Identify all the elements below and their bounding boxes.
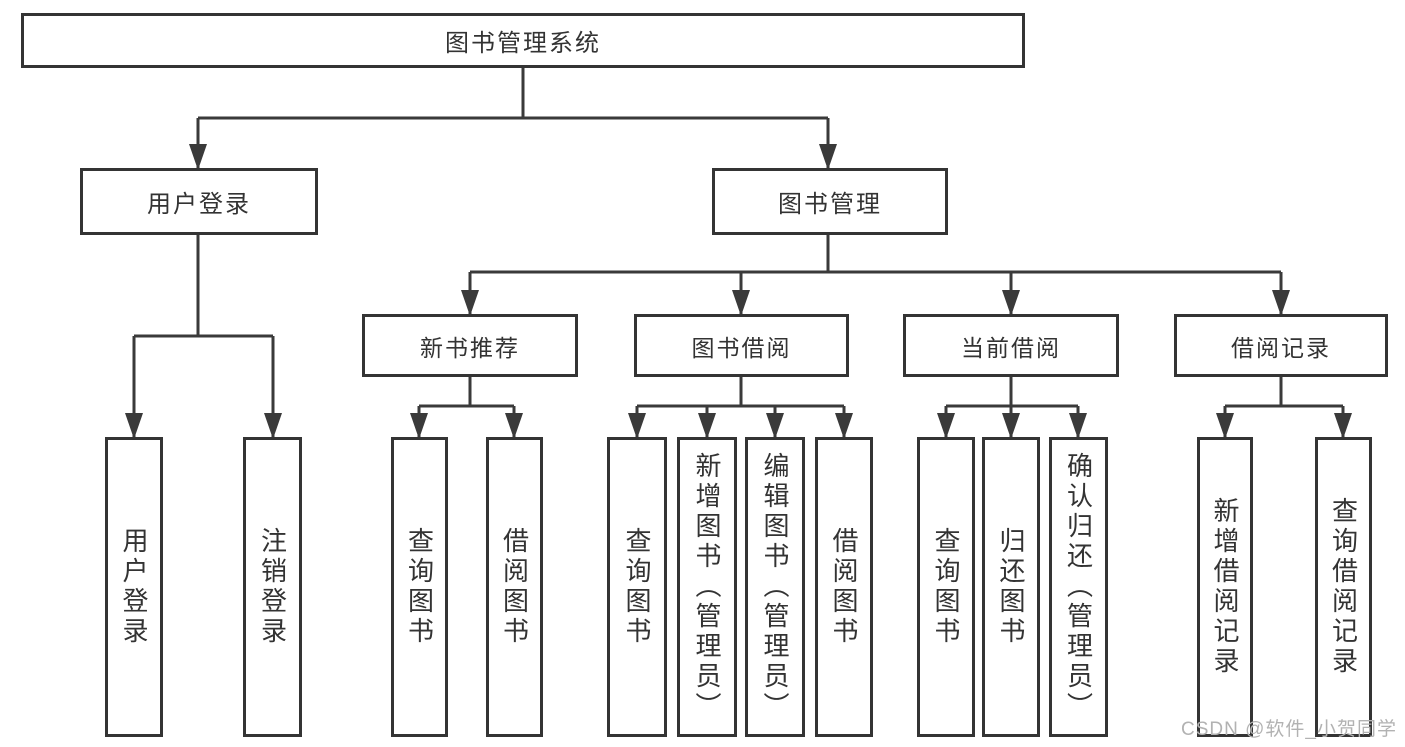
leaf-add-borrow-record: 新增借阅记录: [1197, 437, 1253, 737]
leaf-borrow-books: 借阅图书: [815, 437, 873, 737]
connector-book-borrow-children: [628, 377, 853, 439]
leaf-add-books-admin: 新增图书（管理员）: [677, 437, 737, 737]
leaf-edit-books-admin: 编辑图书（管理员）: [745, 437, 805, 737]
leaf-query-borrow-record: 查询借阅记录: [1315, 437, 1372, 737]
connector-current-borrow-children: [937, 377, 1087, 439]
leaf-borrow-books: 借阅图书: [486, 437, 543, 737]
connector-book-management-children: [461, 235, 1290, 316]
node-new-book-recommend: 新书推荐: [362, 314, 578, 377]
leaf-query-books: 查询图书: [391, 437, 448, 737]
connector-borrow-record-children: [1216, 377, 1352, 439]
node-library-system: 图书管理系统: [21, 13, 1025, 68]
leaf-return-books: 归还图书: [982, 437, 1040, 737]
leaf-user-login: 用户登录: [105, 437, 163, 737]
connector-user-login-children: [125, 235, 282, 439]
connector-new-book-children: [410, 377, 523, 439]
leaf-logout: 注销登录: [243, 437, 302, 737]
node-borrow-records: 借阅记录: [1174, 314, 1388, 377]
leaf-query-books: 查询图书: [607, 437, 667, 737]
leaf-query-books: 查询图书: [917, 437, 975, 737]
leaf-confirm-return-admin: 确认归还（管理员）: [1049, 437, 1108, 737]
node-book-borrow: 图书借阅: [634, 314, 849, 377]
connector-root-to-branches: [189, 68, 837, 170]
node-user-login: 用户登录: [80, 168, 318, 235]
node-current-borrow: 当前借阅: [903, 314, 1119, 377]
csdn-watermark: CSDN @软件_小贺同学: [1181, 719, 1397, 740]
node-book-management: 图书管理: [712, 168, 948, 235]
